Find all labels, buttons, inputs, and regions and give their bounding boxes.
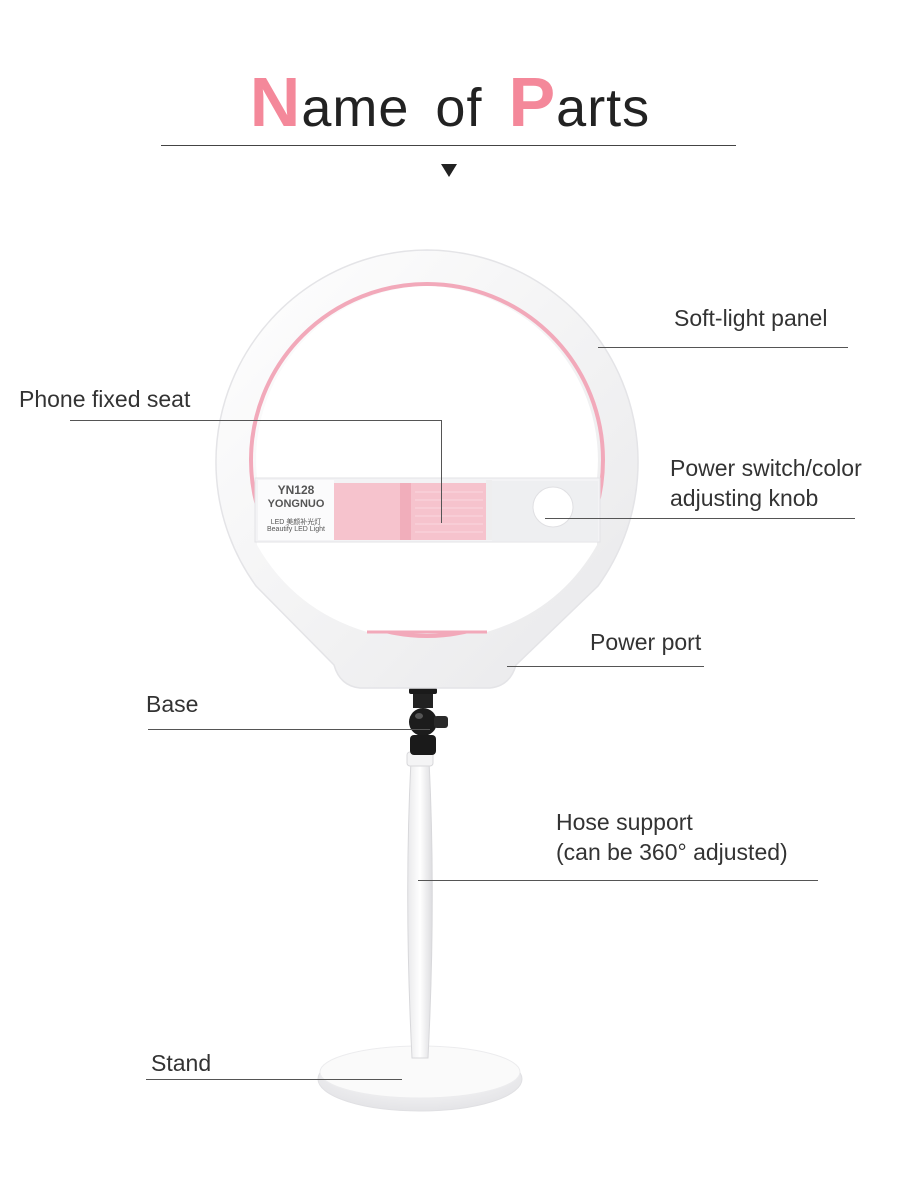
- hose-support-label-line2: (can be 360° adjusted): [556, 839, 788, 865]
- power-switch-leader: [545, 518, 855, 519]
- base-label: Base: [146, 691, 199, 717]
- phone-fixed-seat-leader: [70, 420, 441, 421]
- title-underline: [161, 145, 736, 146]
- title-word-of: of: [435, 78, 483, 138]
- stand-label: Stand: [151, 1050, 212, 1076]
- soft-light-panel-leader: [598, 347, 848, 348]
- soft-light-panel-label: Soft-light panel: [674, 305, 828, 331]
- device-model-text: YN128: [277, 483, 315, 497]
- power-switch-label-line2: adjusting knob: [670, 485, 819, 511]
- ball-head: [409, 688, 448, 755]
- power-port-leader: [507, 666, 704, 667]
- hose-pole: [407, 759, 433, 1059]
- title-word-parts-rest: arts: [556, 78, 651, 138]
- down-triangle-icon: [441, 164, 457, 177]
- hose-support-leader: [418, 880, 818, 881]
- title-initial-p: P: [508, 63, 557, 141]
- title-initial-n: N: [249, 63, 302, 141]
- device-brand-text: YONGNUO: [267, 498, 325, 510]
- phone-fixed-seat-label: Phone fixed seat: [19, 386, 191, 412]
- base-leader: [148, 729, 430, 730]
- hose-support-label-line1: Hose support: [556, 809, 693, 835]
- device-desc-line1: LED 美颜补光灯: [270, 519, 322, 526]
- power-knob: [532, 486, 574, 528]
- title-word-name-rest: ame: [301, 78, 410, 138]
- power-port-label: Power port: [590, 629, 702, 655]
- phone-fixed-seat-leader-drop: [441, 420, 442, 523]
- stand-leader: [146, 1079, 402, 1080]
- power-switch-label-line1: Power switch/color: [670, 455, 862, 481]
- device-desc-line2: Beautify LED Light: [267, 526, 325, 533]
